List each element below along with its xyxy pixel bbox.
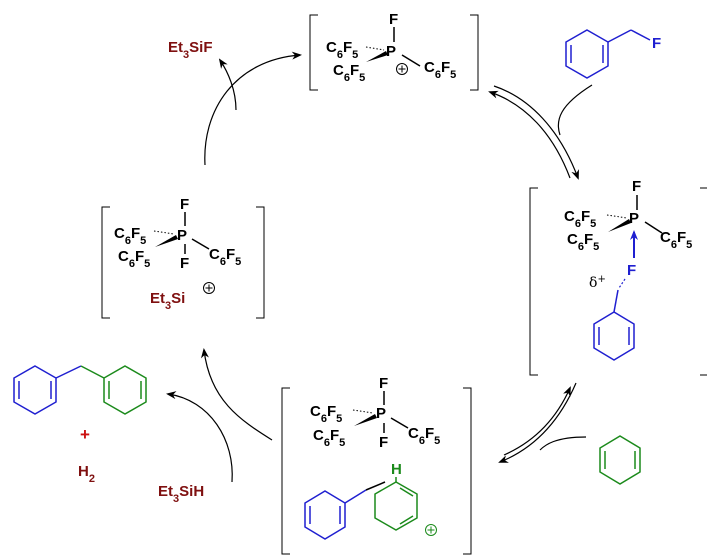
phosphorus-label: P (386, 43, 396, 60)
silylium-label: Et3Si (150, 290, 185, 312)
fluorine-label: F (627, 262, 636, 279)
equilibrium-arrow-icon (498, 382, 577, 463)
fluorine-label: F (379, 434, 388, 451)
aryl-label: C6F5 (209, 246, 241, 268)
bracket-icon (309, 14, 318, 91)
plus-sign: + (80, 425, 90, 444)
bracket-icon (101, 206, 110, 319)
fluorine-label: F (180, 196, 189, 213)
aryl-label: C6F5 (424, 59, 456, 81)
fluorine-label: F (389, 11, 398, 28)
aryl-label: C6F5 (310, 403, 342, 425)
cation-charge-icon (425, 524, 437, 536)
benzyl-fluoride-adduct: F P C6F5 C6F5 C6F5 F δ+ (529, 178, 707, 376)
delta-plus-label: δ+ (589, 274, 606, 292)
aryl-label: C6F5 (118, 248, 150, 270)
bracket-icon (281, 387, 290, 555)
bracket-icon (256, 206, 265, 319)
fluorine-label: F (652, 35, 661, 52)
aryl-label: C6F5 (326, 39, 358, 61)
ipso-hydrogen-label: H (391, 461, 402, 478)
bracket-icon (470, 14, 479, 91)
bracket-icon (700, 187, 707, 376)
aryl-label: C6F5 (114, 225, 146, 247)
curved-arrow-icon (557, 84, 593, 136)
aryl-label: C6F5 (564, 208, 596, 230)
fluorosilane-product: Et3SiF (168, 39, 213, 61)
bracket-icon (529, 187, 538, 376)
curved-arrow-icon (200, 348, 273, 441)
curved-arrow-icon (539, 436, 587, 451)
phosphorus-label: P (376, 405, 386, 422)
curved-arrow-icon (166, 391, 233, 483)
arenium-intermediate: F P F C6F5 C6F5 C6F5 H (281, 375, 472, 555)
aryl-label: C6F5 (313, 427, 345, 449)
phosphorus-label: P (629, 210, 639, 227)
curved-arrow-icon (218, 58, 237, 111)
curved-arrow-icon (204, 51, 302, 166)
phosphorus-label: P (177, 227, 187, 244)
silylium-adduct: F P F C6F5 C6F5 C6F5 Et3Si (101, 196, 265, 319)
benzyl-fluoride-substrate: F (565, 29, 661, 79)
cation-charge-icon (396, 63, 408, 75)
hydrogen-product: H2 (78, 463, 95, 485)
phosphonium-cation-top: F P C6F5 C6F5 C6F5 (309, 11, 479, 91)
aryl-label: C6F5 (408, 425, 440, 447)
aryl-label: C6F5 (333, 62, 365, 84)
diphenylmethane-product (13, 365, 147, 415)
hydrosilane-reagent: Et3SiH (158, 483, 204, 505)
fluorine-label: F (632, 178, 641, 195)
fluorine-label: F (379, 375, 388, 392)
aryl-label: C6F5 (660, 229, 692, 251)
aryl-label: C6F5 (567, 231, 599, 253)
bracket-icon (463, 387, 472, 555)
cation-charge-icon (203, 282, 215, 294)
equilibrium-arrow-icon (488, 85, 579, 180)
benzene-reactant (599, 435, 641, 485)
fluorine-label: F (180, 255, 189, 272)
